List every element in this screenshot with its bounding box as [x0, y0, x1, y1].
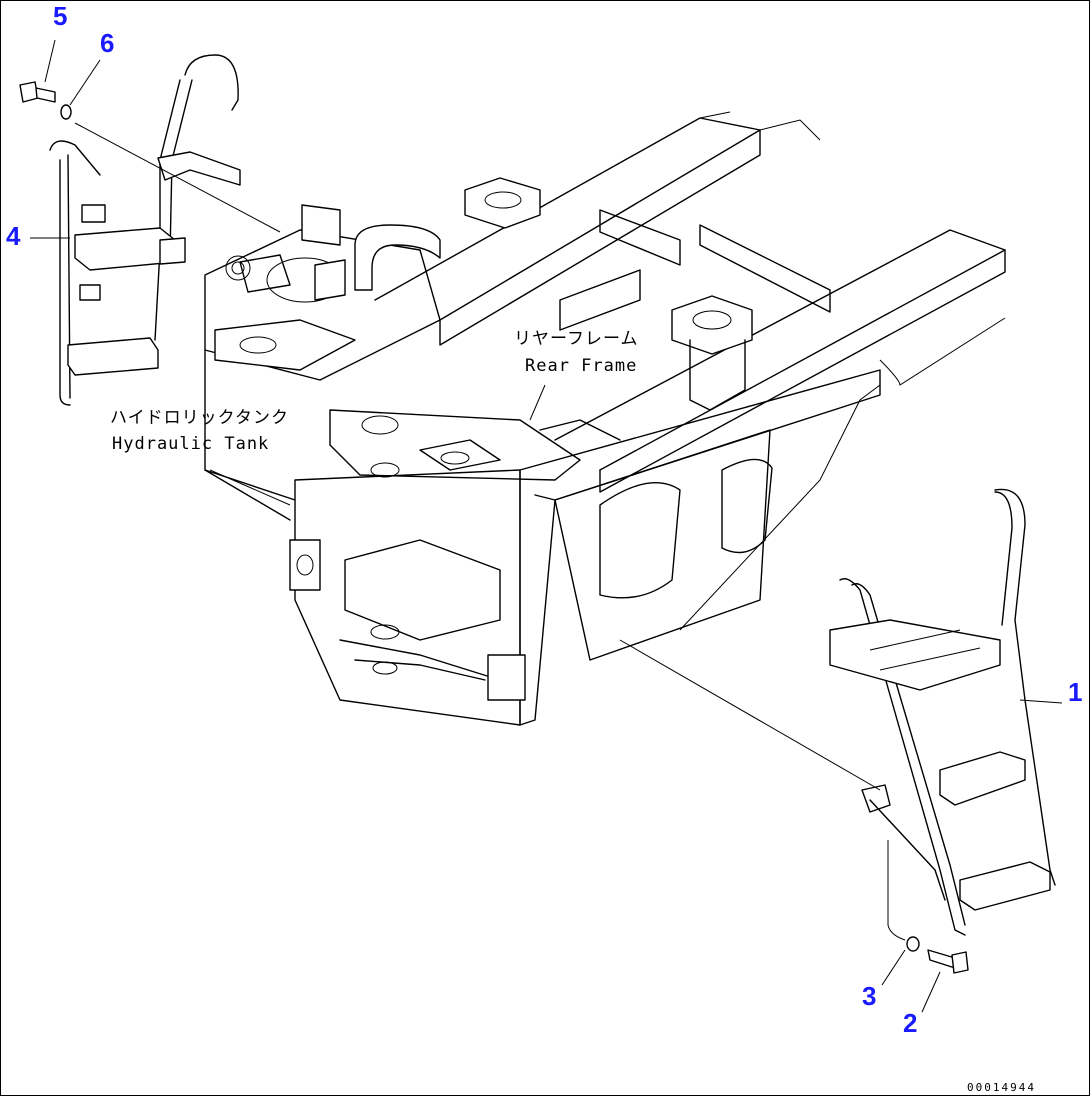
hydraulic-tank-label-jp: ハイドロリックタンク [110, 408, 289, 428]
rear-frame-drawing [289, 111, 1006, 726]
ladder-part-1 [829, 488, 1056, 941]
callout-2: 2 [903, 1008, 917, 1038]
drawing-number: 00014944 [967, 1081, 1036, 1094]
callout-6: 6 [100, 28, 114, 58]
bolt-part-5 [19, 81, 56, 103]
hydraulic-tank-label-en: Hydraulic Tank [112, 434, 269, 454]
rear-frame-label-en: Rear Frame [525, 356, 637, 376]
bolt-part-2 [927, 949, 969, 974]
washer-part-6 [60, 104, 72, 120]
rear-frame-label-jp: リヤーフレーム [514, 329, 638, 349]
callout-1: 1 [1068, 677, 1082, 707]
callout-4: 4 [6, 221, 21, 251]
assembly-lines [30, 39, 1063, 1013]
callout-3: 3 [862, 981, 876, 1011]
callout-5: 5 [53, 1, 67, 31]
hydraulic-tank-drawing [204, 204, 441, 521]
handrail-part-4 [49, 54, 241, 406]
washer-part-3 [906, 936, 920, 952]
